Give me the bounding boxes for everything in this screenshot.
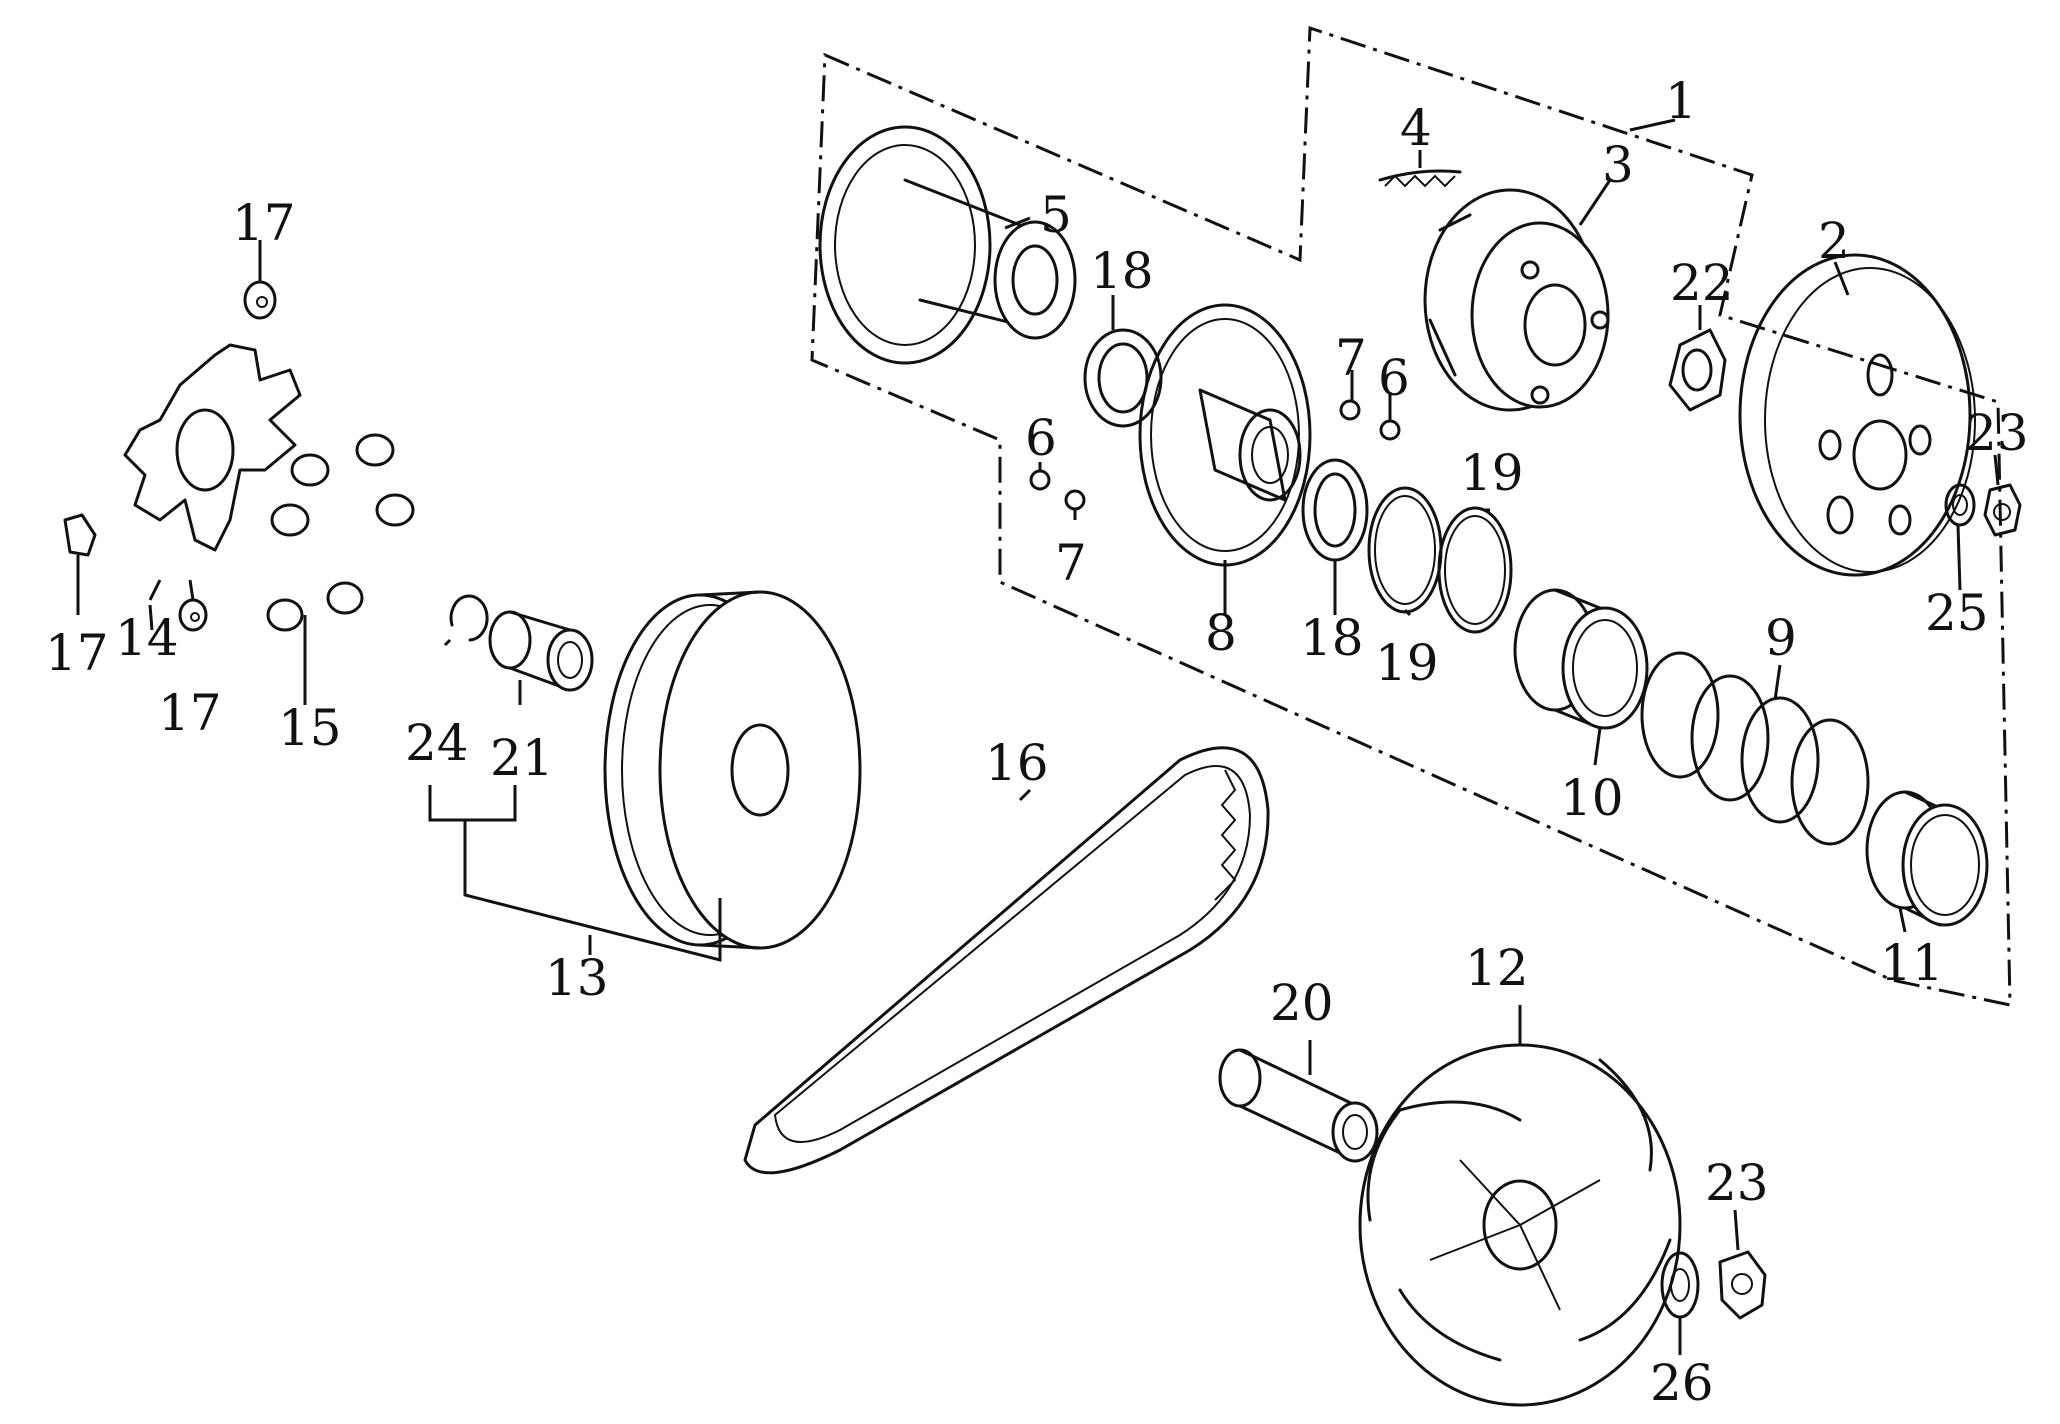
label-part-4: 4 bbox=[1400, 99, 1432, 157]
part-6-pin-right bbox=[1379, 419, 1401, 441]
part-21-bushing bbox=[488, 610, 594, 692]
label-part-10: 10 bbox=[1560, 769, 1624, 827]
part-23-nut-lower bbox=[1718, 1250, 1767, 1320]
part-3-clutch-assembly bbox=[1423, 188, 1610, 412]
label-part-2: 2 bbox=[1818, 212, 1850, 270]
part-16-v-belt bbox=[743, 746, 1270, 1175]
label-part-18-lower: 18 bbox=[1300, 609, 1364, 667]
label-part-13: 13 bbox=[545, 949, 609, 1007]
label-part-5: 5 bbox=[1040, 186, 1072, 244]
part-20-collar bbox=[1218, 1048, 1379, 1163]
part-22-nut bbox=[1668, 328, 1727, 412]
part-15-weight-rollers bbox=[266, 433, 415, 632]
part-10-sleeve bbox=[1513, 588, 1649, 730]
label-part-16: 16 bbox=[985, 734, 1049, 792]
part-2-clutch-outer bbox=[1738, 253, 1976, 577]
label-part-14: 14 bbox=[115, 609, 179, 667]
part-13-drive-face bbox=[603, 590, 862, 950]
part-24-circlip bbox=[449, 594, 489, 642]
part-25-washer bbox=[1944, 483, 1976, 527]
part-11-collar bbox=[1865, 790, 1989, 927]
part-8-sliding-sheave bbox=[1138, 303, 1312, 567]
label-part-8: 8 bbox=[1205, 604, 1237, 662]
label-part-21: 21 bbox=[490, 729, 554, 787]
part-6-pin-left bbox=[1029, 469, 1051, 491]
label-part-17-bottom: 17 bbox=[158, 684, 222, 742]
label-part-25: 25 bbox=[1925, 584, 1989, 642]
label-part-26: 26 bbox=[1650, 1354, 1714, 1412]
label-part-9: 9 bbox=[1765, 609, 1797, 667]
label-part-20: 20 bbox=[1270, 974, 1334, 1032]
label-part-17-top: 17 bbox=[232, 194, 296, 252]
label-part-17-left: 17 bbox=[45, 624, 109, 682]
label-part-23-upper: 23 bbox=[1965, 404, 2029, 462]
part-7-ball-right bbox=[1339, 399, 1361, 421]
part-26-washer bbox=[1660, 1251, 1700, 1319]
label-part-19-upper: 19 bbox=[1460, 444, 1524, 502]
part-5-driven-face bbox=[818, 125, 1077, 365]
label-part-3: 3 bbox=[1602, 136, 1634, 194]
label-part-1: 1 bbox=[1665, 72, 1697, 130]
label-part-23-lower: 23 bbox=[1705, 1154, 1769, 1212]
part-19-o-ring-2 bbox=[1437, 506, 1513, 634]
label-part-18-upper: 18 bbox=[1090, 242, 1154, 300]
part-17-slider-bottom bbox=[178, 598, 208, 632]
label-part-24: 24 bbox=[405, 714, 469, 772]
label-part-19-lower: 19 bbox=[1375, 634, 1439, 692]
assembly-1-outline bbox=[810, 25, 2012, 1007]
label-part-6-right: 6 bbox=[1378, 349, 1410, 407]
label-part-7-left: 7 bbox=[1055, 534, 1087, 592]
part-17-slider-top bbox=[243, 280, 277, 320]
label-part-7-right: 7 bbox=[1335, 329, 1367, 387]
label-part-12: 12 bbox=[1465, 939, 1529, 997]
part-18-seal-lower bbox=[1301, 458, 1369, 562]
part-14-ramp-plate bbox=[123, 343, 302, 552]
label-part-22: 22 bbox=[1670, 254, 1734, 312]
label-part-6-left: 6 bbox=[1025, 409, 1057, 467]
part-17-slider-left bbox=[63, 513, 97, 557]
part-labels: 1 2 3 4 5 18 6 7 7 6 8 18 19 19 22 23 25… bbox=[45, 72, 2029, 1412]
part-23-nut-upper bbox=[1983, 483, 2022, 537]
part-4-clutch-spring bbox=[1378, 169, 1462, 188]
label-part-11: 11 bbox=[1880, 934, 1944, 992]
label-part-15: 15 bbox=[278, 699, 342, 757]
part-19-o-ring-1 bbox=[1367, 486, 1443, 614]
leader-lines bbox=[76, 118, 2000, 1355]
part-7-ball-left bbox=[1064, 489, 1086, 511]
part-9-spring bbox=[1640, 651, 1870, 846]
part-12-cooling-fan bbox=[1358, 1043, 1682, 1407]
